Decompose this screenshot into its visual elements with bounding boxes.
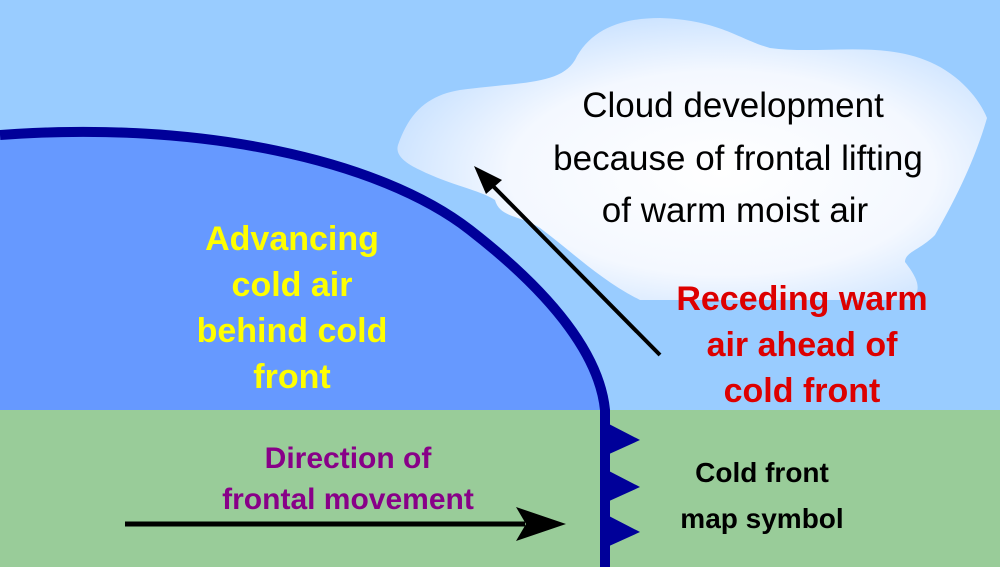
- symbol-label-line: Cold front: [695, 457, 829, 488]
- direction-label: Direction of frontal movement: [222, 442, 474, 516]
- ground: [0, 410, 1000, 567]
- cold-air-label-line: behind cold: [197, 312, 388, 350]
- cold-air-label-line: cold air: [232, 266, 353, 304]
- cold-air-label-line: Advancing: [205, 220, 379, 258]
- movement-arrow: [125, 507, 566, 541]
- cold-front-boundary: [0, 126, 610, 567]
- symbol-label: Cold front map symbol: [680, 457, 843, 534]
- warm-air-label: Receding warm air ahead of cold front: [676, 280, 927, 410]
- cold-air-label-line: front: [253, 358, 330, 396]
- cloud-label-line: because of frontal lifting: [553, 139, 923, 178]
- cloud: [397, 18, 987, 300]
- cloud-label-line: Cloud development: [582, 86, 884, 125]
- direction-label-line: Direction of: [265, 442, 433, 475]
- cold-front-symbol: [607, 423, 640, 547]
- warm-air-label-line: air ahead of: [707, 326, 899, 364]
- cloud-label: Cloud development because of frontal lif…: [553, 86, 923, 230]
- warm-air-label-line: cold front: [724, 372, 881, 410]
- cloud-label-line: of warm moist air: [602, 191, 869, 230]
- cold-air-label: Advancing cold air behind cold front: [197, 220, 388, 396]
- lifting-arrow: [474, 166, 662, 357]
- warm-air-label-line: Receding warm: [676, 280, 927, 318]
- cold-air-mass: [0, 131, 605, 410]
- direction-label-line: frontal movement: [222, 483, 474, 516]
- symbol-label-line: map symbol: [680, 503, 843, 534]
